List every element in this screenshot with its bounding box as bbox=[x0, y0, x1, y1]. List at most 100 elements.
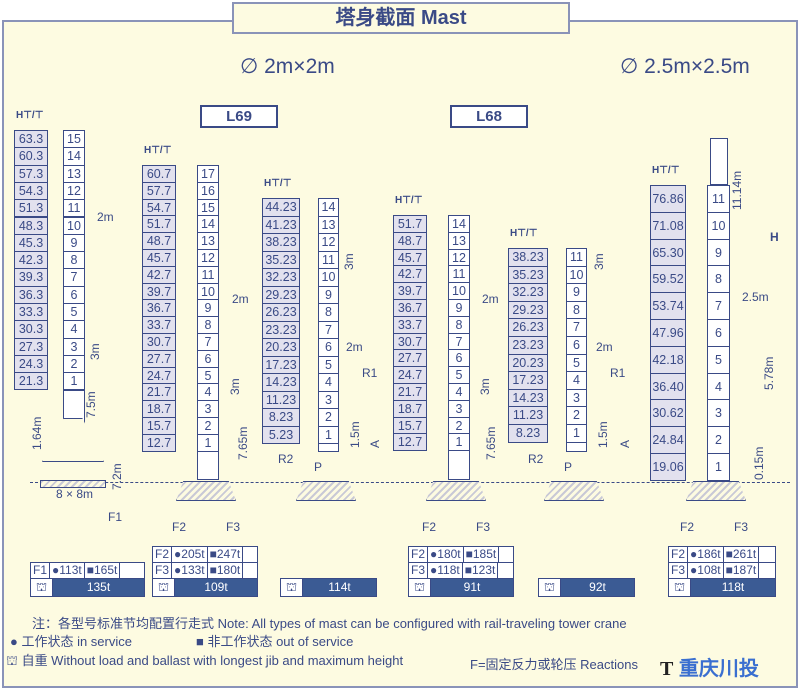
section-cell: 10 bbox=[63, 216, 85, 235]
height-cell: 36.40 bbox=[650, 372, 686, 401]
height-cell: 12.7 bbox=[393, 433, 427, 452]
section-cell: 8 bbox=[318, 303, 339, 322]
load-value: ●205t bbox=[172, 547, 208, 562]
legend-in-service: ● 工作状态 in service bbox=[10, 634, 132, 649]
hook-height-icon: H⊤/⊤ bbox=[510, 228, 538, 239]
dimension-label: 3m bbox=[478, 378, 492, 395]
height-cell: 45.7 bbox=[393, 248, 427, 267]
height-cell: 20.23 bbox=[508, 353, 548, 373]
height-cell: 30.7 bbox=[393, 332, 427, 351]
dimension-label: 3m bbox=[592, 253, 606, 270]
load-table: F1●113t■165t⛫135t bbox=[30, 562, 145, 597]
dimension-label: 7.65m bbox=[484, 426, 498, 460]
model-l68-label: L68 bbox=[450, 105, 528, 128]
height-cell: 33.7 bbox=[393, 315, 427, 334]
section-cell: 9 bbox=[448, 299, 470, 317]
section-cell: 4 bbox=[707, 372, 730, 401]
crane-weight-icon: ⛫ bbox=[409, 579, 431, 596]
height-cell: 15.7 bbox=[393, 416, 427, 435]
height-cell: 71.08 bbox=[650, 211, 686, 240]
section-cell: 17 bbox=[197, 165, 219, 183]
dimension-label: 0.15m bbox=[752, 446, 766, 480]
section-cell: 6 bbox=[448, 349, 470, 368]
load-value: ●133t bbox=[172, 563, 208, 578]
dimension-label: F1 bbox=[108, 510, 123, 524]
dimension-label: F2 bbox=[422, 520, 437, 534]
weight-row: ⛫114t bbox=[281, 579, 376, 596]
section-cell: 2 bbox=[197, 417, 219, 435]
section-cell: 11 bbox=[566, 248, 587, 267]
section-cell: 2 bbox=[318, 408, 339, 427]
height-cell: 18.7 bbox=[393, 399, 427, 418]
load-row: F3●133t■180t bbox=[153, 563, 257, 579]
section-cell: 10 bbox=[197, 282, 219, 301]
section-cell: 10 bbox=[318, 268, 339, 287]
weight-row: ⛫109t bbox=[153, 579, 257, 596]
section-cell: 8 bbox=[707, 265, 730, 294]
section-cell: 9 bbox=[63, 233, 85, 253]
height-cell: 60.3 bbox=[14, 147, 48, 166]
height-cell: 17.23 bbox=[508, 371, 548, 390]
height-cell: 41.23 bbox=[262, 215, 300, 234]
height-cell: 24.3 bbox=[14, 354, 48, 374]
section-cell: 6 bbox=[197, 349, 219, 368]
mast-base-section bbox=[448, 450, 470, 480]
section-cell: 5 bbox=[707, 345, 730, 374]
height-cell: 12.7 bbox=[142, 433, 176, 452]
load-value: ■165t bbox=[85, 563, 121, 578]
height-cell: 57.7 bbox=[142, 181, 176, 200]
ground-line bbox=[30, 482, 790, 483]
dimension-label: P bbox=[314, 460, 323, 474]
section-cell: 14 bbox=[197, 215, 219, 234]
section-cell: 13 bbox=[63, 164, 85, 183]
dimension-label: R2 bbox=[528, 452, 544, 466]
section-cell: 10 bbox=[448, 282, 470, 300]
dimension-label: 1.5m bbox=[596, 421, 610, 448]
height-cell: 45.3 bbox=[14, 233, 48, 253]
dimension-label: 3m bbox=[228, 378, 242, 395]
section-cell: 5 bbox=[197, 366, 219, 385]
section-cell: 12 bbox=[63, 181, 85, 201]
height-cell: 63.3 bbox=[14, 130, 48, 149]
dimension-label: A bbox=[618, 439, 632, 448]
dimension-label: 11.14m bbox=[730, 170, 744, 210]
load-value: ■187t bbox=[724, 563, 760, 578]
height-cell: 53.74 bbox=[650, 292, 686, 320]
height-cell: 42.3 bbox=[14, 251, 48, 270]
dimension-label: R1 bbox=[362, 366, 378, 380]
logo-text: 重庆川投 bbox=[678, 658, 759, 680]
force-label: F3 bbox=[153, 563, 173, 578]
section-cell: 12 bbox=[448, 248, 470, 267]
height-cell: 27.3 bbox=[14, 337, 48, 356]
weight-row: ⛫118t bbox=[669, 579, 775, 596]
section-cell: 2 bbox=[63, 354, 85, 374]
section-cell: 4 bbox=[448, 383, 470, 401]
dimension-label: 3m bbox=[342, 253, 356, 270]
section-cell: 3 bbox=[707, 399, 730, 428]
foundation bbox=[686, 481, 746, 501]
height-cell: 35.23 bbox=[508, 265, 548, 285]
height-cell: 47.96 bbox=[650, 319, 686, 347]
dimension-label: 1.64m bbox=[30, 416, 44, 450]
crane-weight-icon: ⛫ bbox=[153, 579, 175, 596]
weight-row: ⛫135t bbox=[31, 579, 144, 596]
section-cell: 6 bbox=[63, 285, 85, 304]
dimension-label: 2m bbox=[596, 340, 613, 354]
section-cell: 6 bbox=[707, 319, 730, 347]
height-cell: 48.7 bbox=[142, 232, 176, 250]
section-cell: 7 bbox=[197, 333, 219, 351]
hook-height-icon: H⊤/⊤ bbox=[16, 110, 44, 121]
section-cell: 9 bbox=[197, 299, 219, 318]
hook-height-icon: H⊤/⊤ bbox=[264, 178, 292, 189]
section-cell: 7 bbox=[566, 318, 587, 337]
height-cell: 33.3 bbox=[14, 303, 48, 322]
section-cell: 9 bbox=[318, 285, 339, 304]
load-row: F3●118t■123t bbox=[409, 563, 513, 579]
hook-height-icon: H⊤/⊤ bbox=[144, 145, 172, 156]
dimension-label: 3m bbox=[88, 343, 102, 360]
height-cell: 8.23 bbox=[508, 424, 548, 443]
height-cell: 21.7 bbox=[393, 383, 427, 401]
logo: T 重庆川投 bbox=[660, 658, 759, 680]
